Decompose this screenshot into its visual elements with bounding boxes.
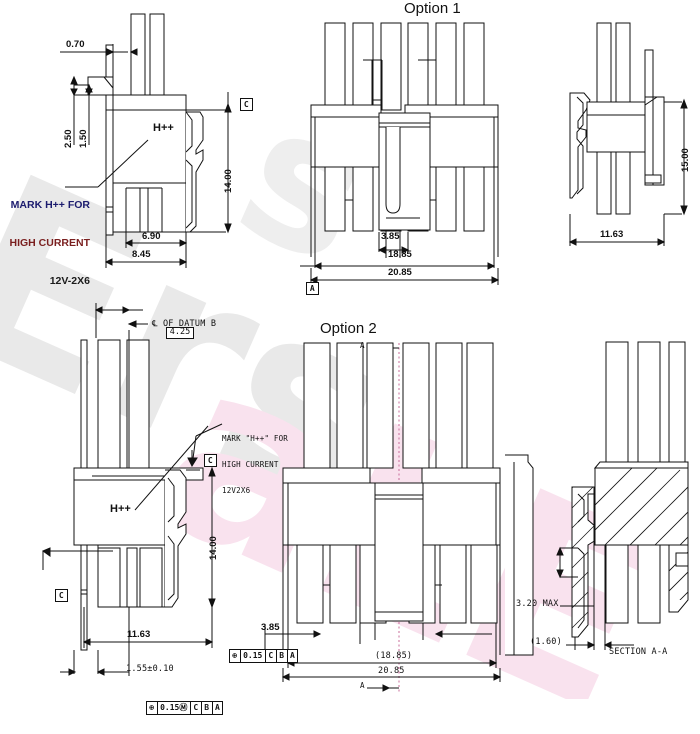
dim-18-85: 18.85 — [388, 249, 412, 260]
dim-14-00: 14.00 — [223, 169, 234, 193]
dim-15-00: 15.00 — [680, 148, 691, 172]
fcf-tolerance-2: 0.15Ⓜ — [158, 701, 191, 714]
dim-20-85: 20.85 — [388, 267, 412, 278]
note-b-line-1: MARK "H++" FOR — [222, 434, 289, 444]
note-mark-hpp-top-left: MARK H++ FOR HIGH CURRENT 12V-2X6 — [6, 173, 91, 314]
dim-11-63: 11.63 — [600, 229, 624, 240]
note-b-line-3: 12V2X6 — [222, 486, 251, 495]
datum-c-bottom-left-upper: C — [186, 432, 217, 487]
note-line-3: 12V-2X6 — [49, 275, 90, 288]
basic-dim-4-25: 4.25 — [148, 303, 195, 358]
datum-b-centerline-note: ℄ OF DATUM B — [152, 319, 217, 329]
datum-a-top-center: A — [288, 260, 319, 315]
fcf-datum-ref-1b: C — [191, 701, 202, 714]
fcf-tolerance: 0.15 — [241, 649, 266, 662]
drawing-linework — [41, 13, 689, 692]
fcf-datum-ref-2b: B — [202, 701, 213, 714]
dim-2-50: 2.50 — [63, 129, 74, 149]
datum-label-c2: C — [203, 454, 217, 468]
fcf-datum-ref-2: B — [277, 649, 288, 662]
fcf-position-symbol-2: ⊕ — [147, 701, 158, 714]
dim-11-63-b: 11.63 — [127, 629, 151, 640]
dim-3-20-max: 3.20 MAX — [516, 599, 559, 609]
option-2-title: Option 2 — [320, 320, 377, 337]
section-aa-label: SECTION A-A — [609, 647, 668, 657]
section-arrow-a-top: A — [360, 341, 365, 350]
dim-1-60: (1.60) — [530, 637, 562, 647]
section-arrow-a-bottom: A — [360, 681, 365, 690]
note-line-1: MARK H++ FOR — [10, 198, 90, 211]
mark-hpp-top: H++ — [153, 122, 174, 134]
dim-1-50: 1.50 — [78, 129, 89, 149]
dim-3-85-b: 3.85 — [261, 622, 280, 633]
dim-1-55: 1.55±0.10 — [126, 664, 174, 674]
dim-20-85-b: 20.85 — [378, 666, 405, 676]
note-b-line-2: HIGH CURRENT — [222, 460, 279, 470]
datum-c-bottom-left-lower: C — [37, 567, 68, 622]
mark-hpp-bottom: H++ — [110, 503, 131, 515]
feature-control-frame-upper: ⊕ 0.15 C B A — [211, 627, 299, 682]
dim-6-90: 6.90 — [142, 231, 161, 242]
datum-c-top-left: C — [222, 76, 253, 131]
feature-control-frame-lower: ⊕ 0.15Ⓜ C B A — [128, 679, 224, 734]
fcf-datum-ref-1: C — [266, 649, 277, 662]
fcf-position-symbol: ⊕ — [230, 649, 241, 662]
dim-0-70: 0.70 — [66, 39, 85, 50]
dim-14-00-b: 14.00 — [208, 536, 219, 560]
note-line-2: HIGH CURRENT — [9, 236, 91, 249]
dim-18-85-b: (18.85) — [375, 651, 413, 661]
drawing-sheet: Ers aLE s — [0, 0, 696, 715]
option-1-title: Option 1 — [404, 0, 461, 17]
datum-label-c: C — [239, 98, 253, 112]
dim-3-85: 3.85 — [381, 231, 400, 242]
fcf-datum-ref-3: A — [290, 651, 295, 661]
dim-8-45: 8.45 — [132, 249, 151, 260]
note-mark-hpp-bottom-left: MARK "H++" FOR HIGH CURRENT 12V2X6 — [222, 418, 332, 513]
fcf-datum-ref-3b: A — [215, 703, 220, 713]
datum-label-c3: C — [54, 589, 68, 603]
basic-dim-value: 4.25 — [165, 327, 195, 340]
datum-label-a: A — [305, 282, 319, 296]
